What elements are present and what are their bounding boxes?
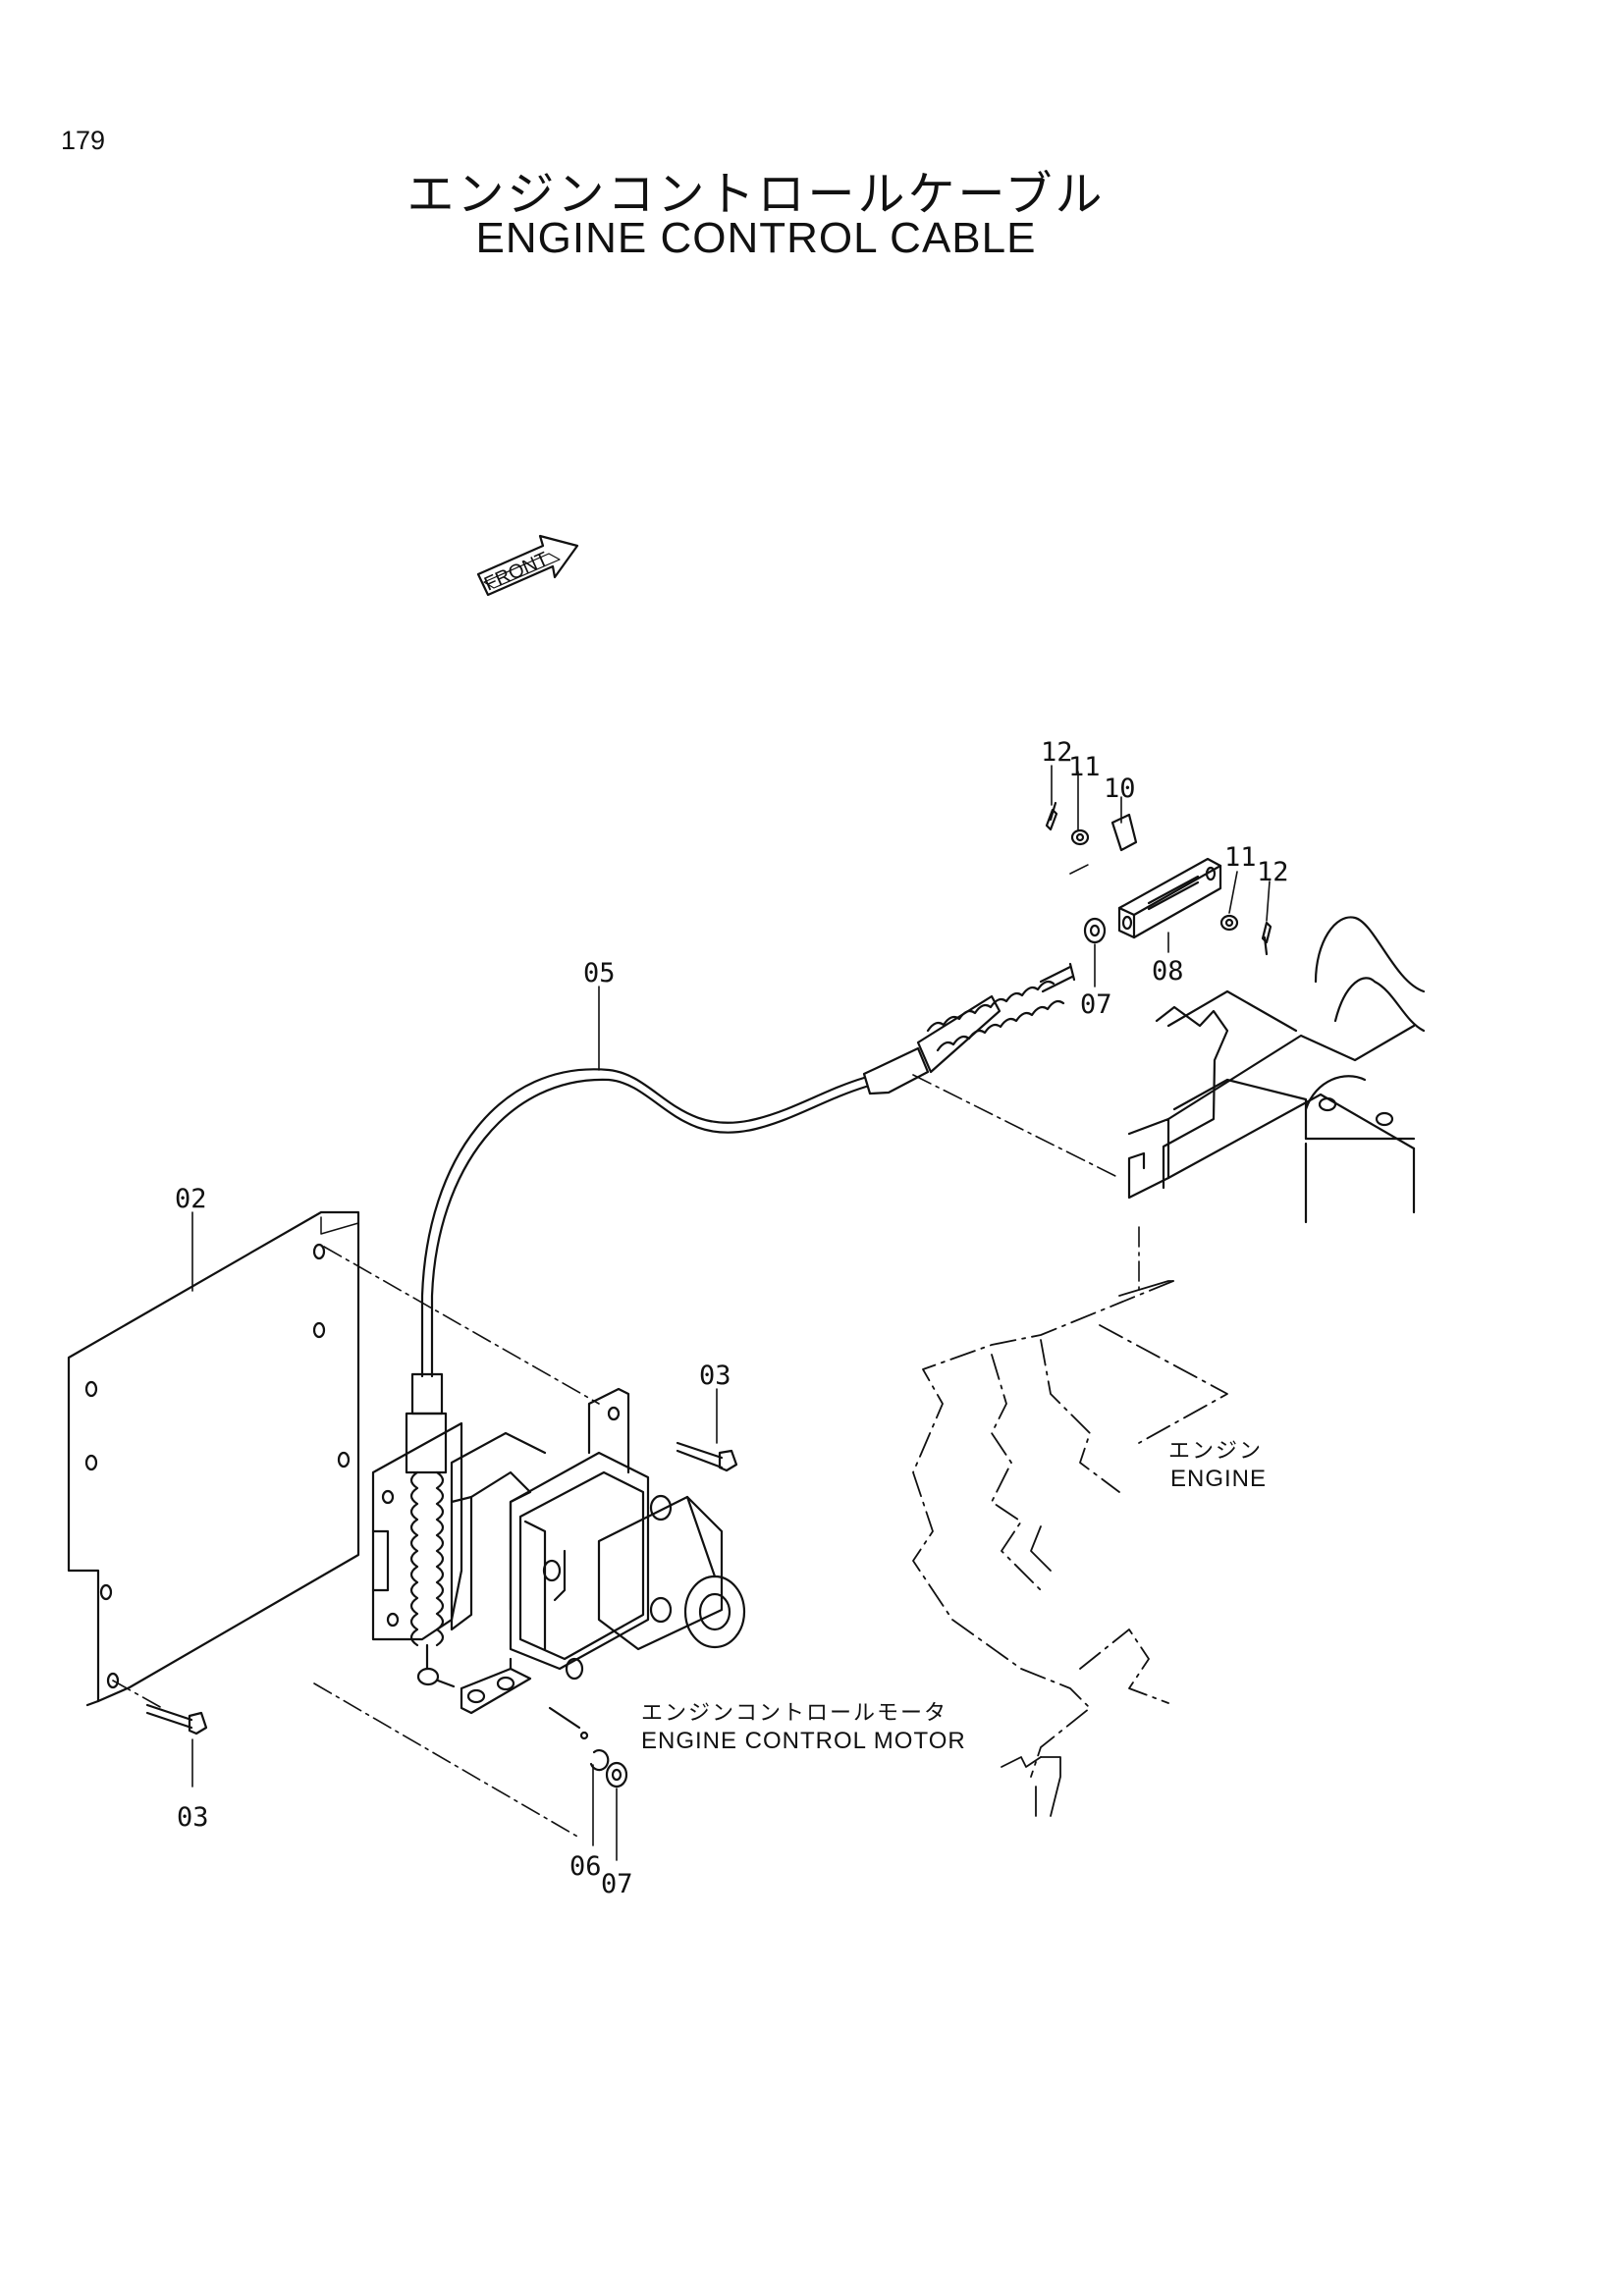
callout-10: 10 — [1104, 774, 1136, 804]
callout-07-upper: 07 — [1080, 989, 1112, 1020]
linkage-parts — [1045, 801, 1272, 956]
callout-leaders — [191, 765, 1271, 1861]
bolt-lower — [145, 1703, 208, 1735]
motor-label-japanese: エンジンコントロールモータ — [641, 1701, 948, 1726]
callout-03-upper: 03 — [699, 1361, 731, 1391]
callout-numbers: 12 11 10 11 12 08 07 05 02 03 03 06 07 — [175, 737, 1289, 1899]
control-cable — [405, 962, 1076, 1688]
front-label: FRONT — [481, 548, 552, 595]
engine-outline-solid — [1001, 1280, 1174, 1817]
assembly-lines — [112, 863, 1140, 1839]
page-title-japanese: エンジンコントロールケーブル — [406, 167, 1106, 222]
callout-02: 02 — [175, 1184, 207, 1214]
callout-11-upper: 11 — [1068, 752, 1101, 782]
engine-label-english: ENGINE — [1170, 1466, 1268, 1492]
motor-label-english: ENGINE CONTROL MOTOR — [641, 1728, 966, 1754]
callout-06: 06 — [569, 1851, 602, 1882]
callout-07-lower: 07 — [601, 1869, 633, 1899]
page-title-english: ENGINE CONTROL CABLE — [475, 214, 1037, 262]
lower-washer-and-nut — [589, 1749, 628, 1789]
callout-05: 05 — [583, 958, 616, 988]
page-number: 179 — [61, 126, 106, 155]
callout-11-right: 11 — [1224, 842, 1257, 873]
engine-control-motor — [371, 1387, 746, 1740]
engine-outline — [912, 1280, 1228, 1778]
callout-08: 08 — [1152, 956, 1184, 987]
callout-12-upper: 12 — [1041, 737, 1073, 768]
callout-03-lower: 03 — [177, 1802, 209, 1833]
callout-12-right: 12 — [1257, 857, 1289, 887]
bolt-upper — [676, 1441, 738, 1472]
engine-label-japanese: エンジン — [1168, 1439, 1264, 1464]
front-arrow-icon — [476, 534, 579, 597]
mounting-plate — [67, 1210, 360, 1707]
engine-bracket — [1127, 916, 1426, 1224]
